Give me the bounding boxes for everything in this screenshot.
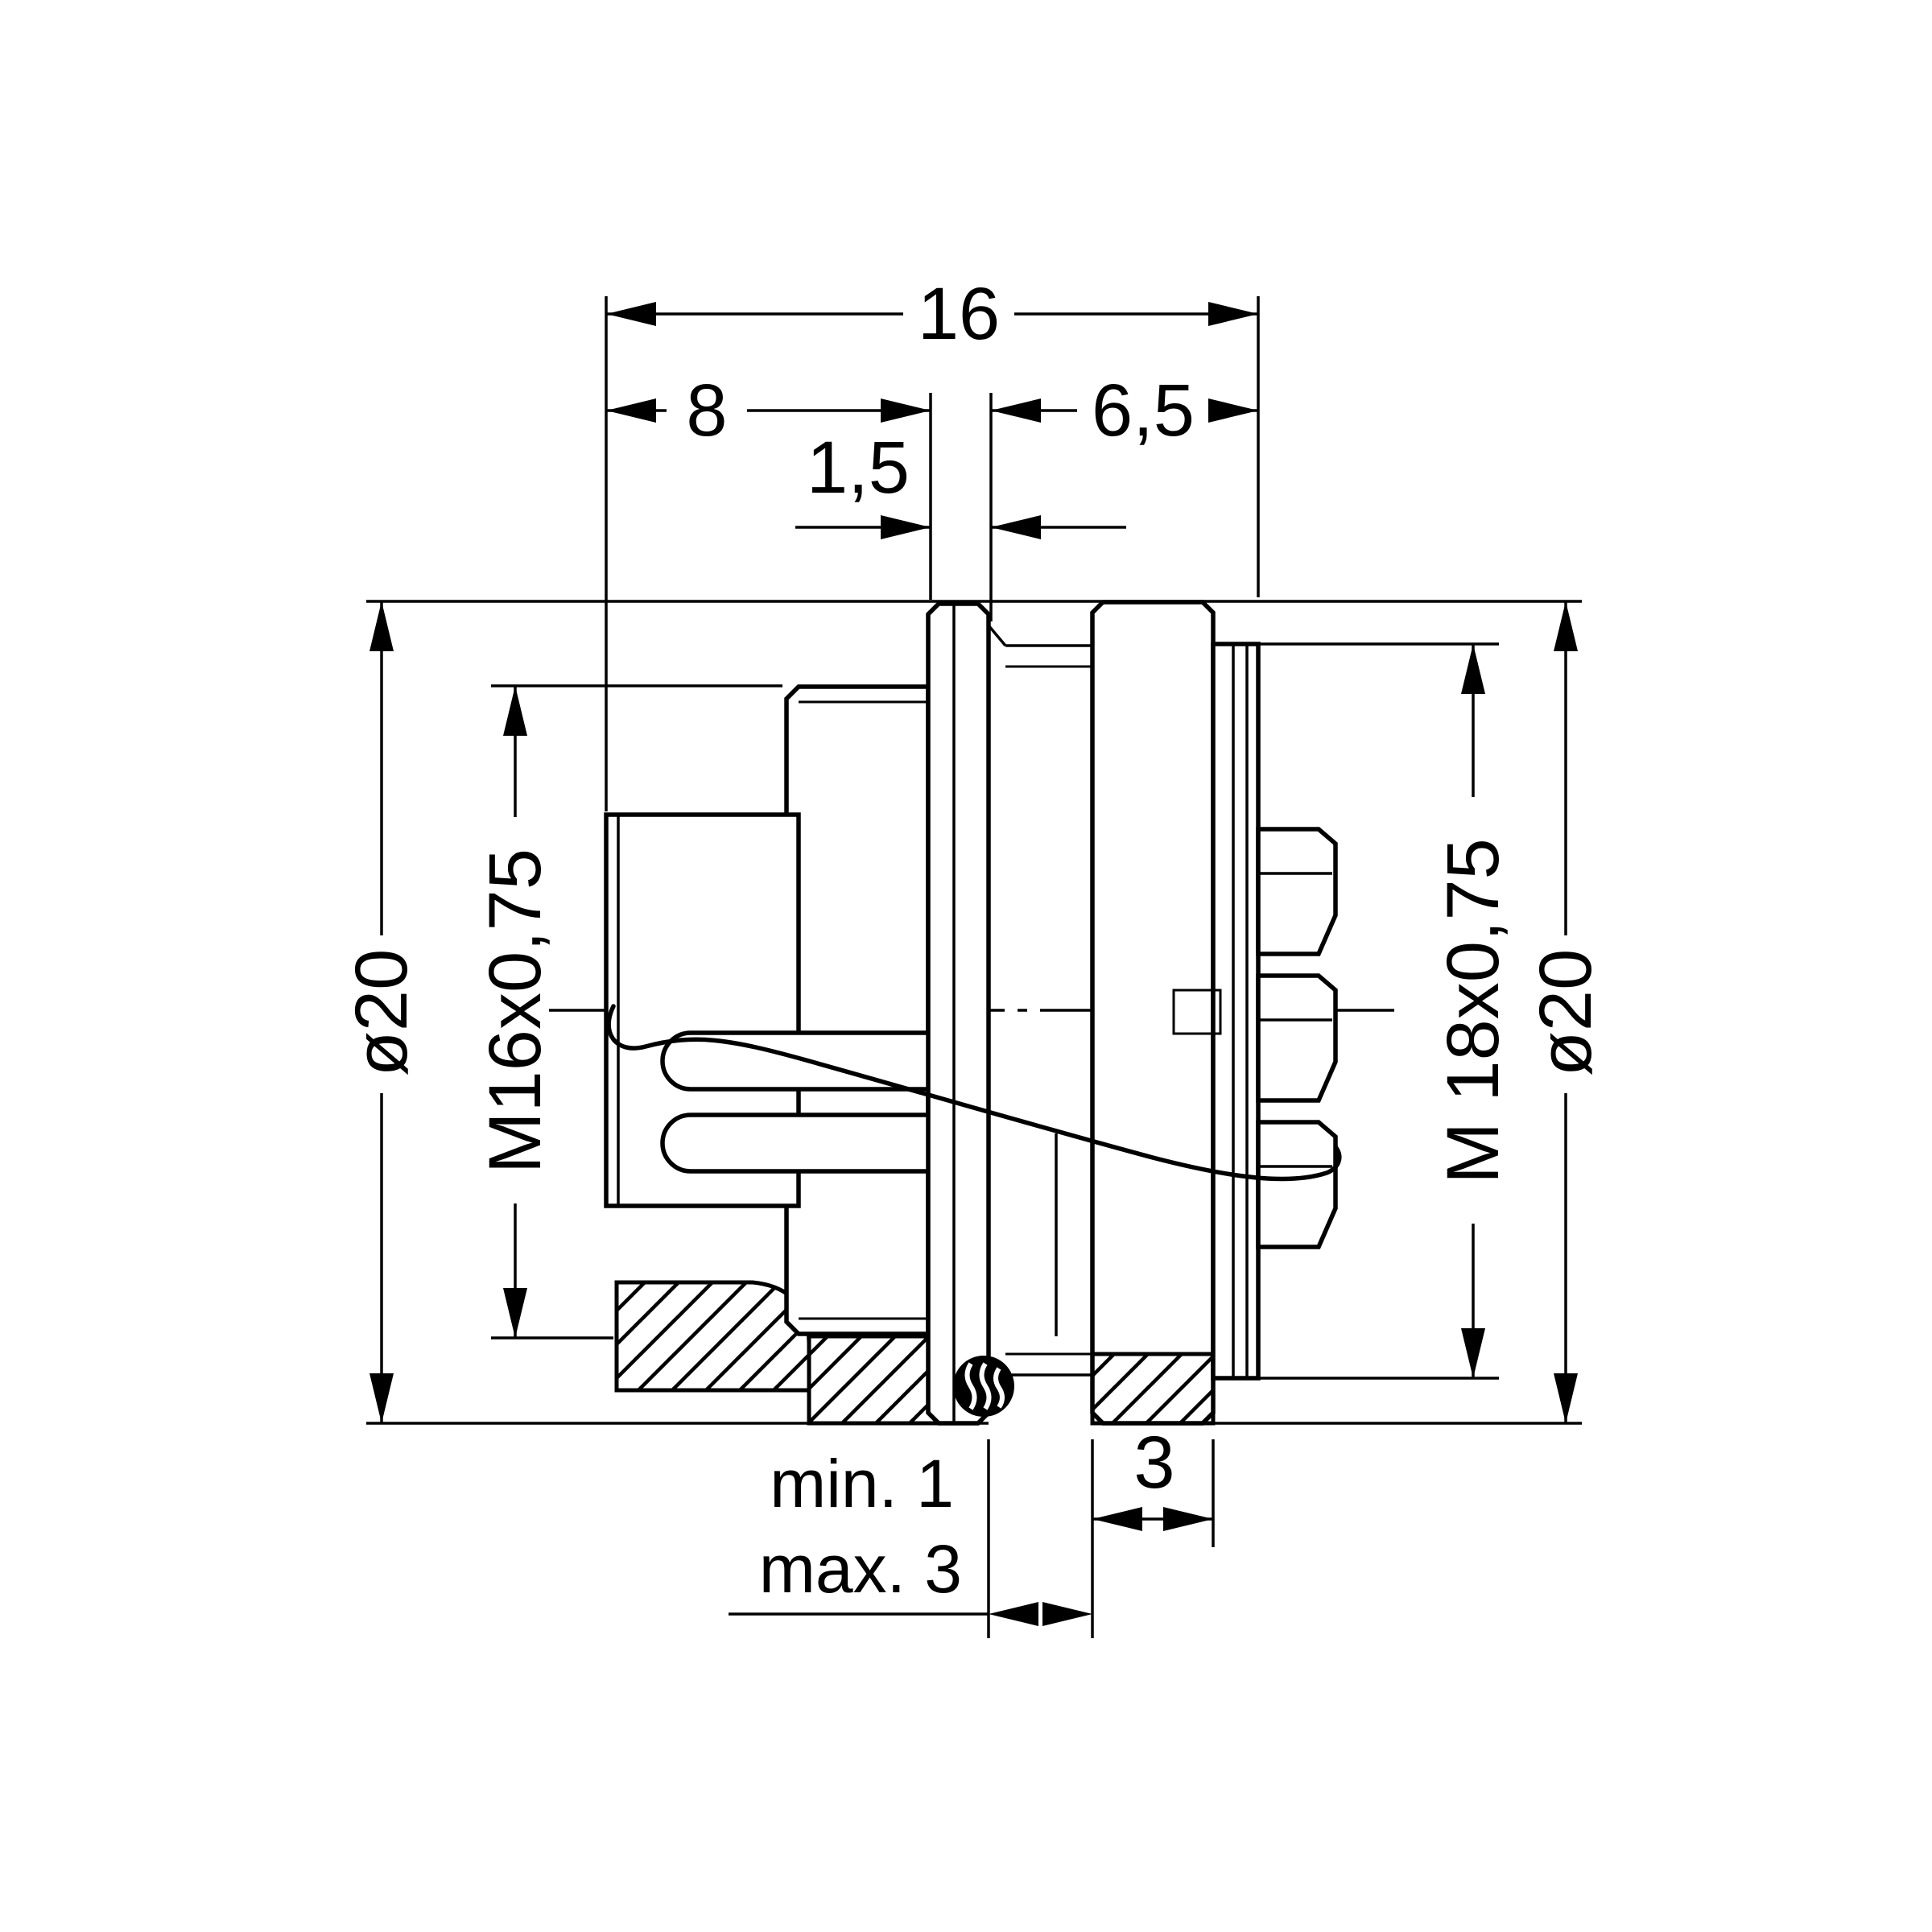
dim-overall-length-label: 16 [918, 273, 1000, 355]
dim-rear-diameter-label: ø20 [1525, 949, 1607, 1077]
dim-flange-thickness-label: 1,5 [807, 427, 910, 509]
front-thread-section [784, 684, 931, 1336]
dim-rear-thread: M 18x0,75 [1244, 642, 1514, 1380]
solder-cups [1256, 827, 1338, 1249]
dim-flange-thickness: 1,5 [795, 427, 1126, 539]
dim-rear-diameter: ø20 [1525, 601, 1607, 1423]
mounting-flange [926, 601, 991, 1426]
dim-rear-length-label: 6,5 [1092, 369, 1195, 452]
dim-panel-min-label: min. 1 [770, 1446, 954, 1521]
section-break-line [606, 1004, 1342, 1182]
diameter-extension-lines [366, 600, 1582, 1425]
dim-overall-length: 16 [605, 273, 1260, 811]
dim-nut-width-label: 3 [1133, 1422, 1174, 1504]
dim-front-length-label: 8 [686, 369, 727, 452]
o-ring-seal [953, 1356, 1014, 1417]
dim-panel-max-label: max. 3 [759, 1531, 962, 1607]
panel-nut [1090, 600, 1216, 1426]
dim-front-diameter-label: ø20 [341, 949, 423, 1077]
dim-rear-length: 6,5 [989, 369, 1258, 621]
rear-stud [1172, 642, 1261, 1381]
dim-front-length: 8 [606, 369, 932, 600]
dim-front-thread-label: M16x0,75 [474, 848, 556, 1174]
dim-front-thread: M16x0,75 [474, 684, 782, 1340]
dim-nut-width: 3 [1091, 1422, 1215, 1638]
dim-front-diameter: ø20 [341, 601, 423, 1423]
dim-panel-thickness: min. 1 max. 3 [729, 1439, 1092, 1638]
dim-rear-thread-label: M 18x0,75 [1432, 838, 1514, 1184]
connector-body [604, 600, 1342, 1426]
